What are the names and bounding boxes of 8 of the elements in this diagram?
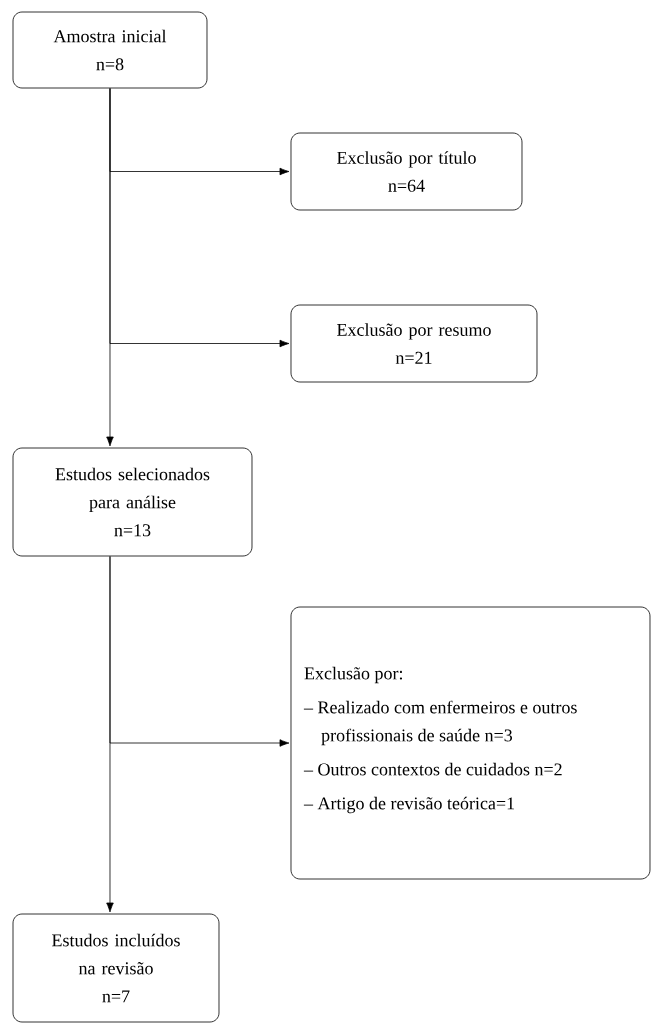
arrow bbox=[106, 556, 114, 913]
process-box: Exclusão por resumo n=21 bbox=[290, 304, 538, 383]
process-box: Estudos selecionados para análise n=13 bbox=[12, 447, 253, 557]
arrow bbox=[106, 88, 114, 447]
process-box: Amostra inicial n=8 bbox=[12, 11, 208, 89]
process-box: Estudos incluídos na revisão n=7 bbox=[12, 913, 220, 1023]
process-box: Exclusão por: – Realizado com enfermeiros e outros profissionais de saúde n=3 – Outros contextos de cuidados n=2 – Artigo de revisão teórica=1 bbox=[290, 606, 651, 880]
process-box: Exclusão por título n=64 bbox=[290, 132, 523, 211]
